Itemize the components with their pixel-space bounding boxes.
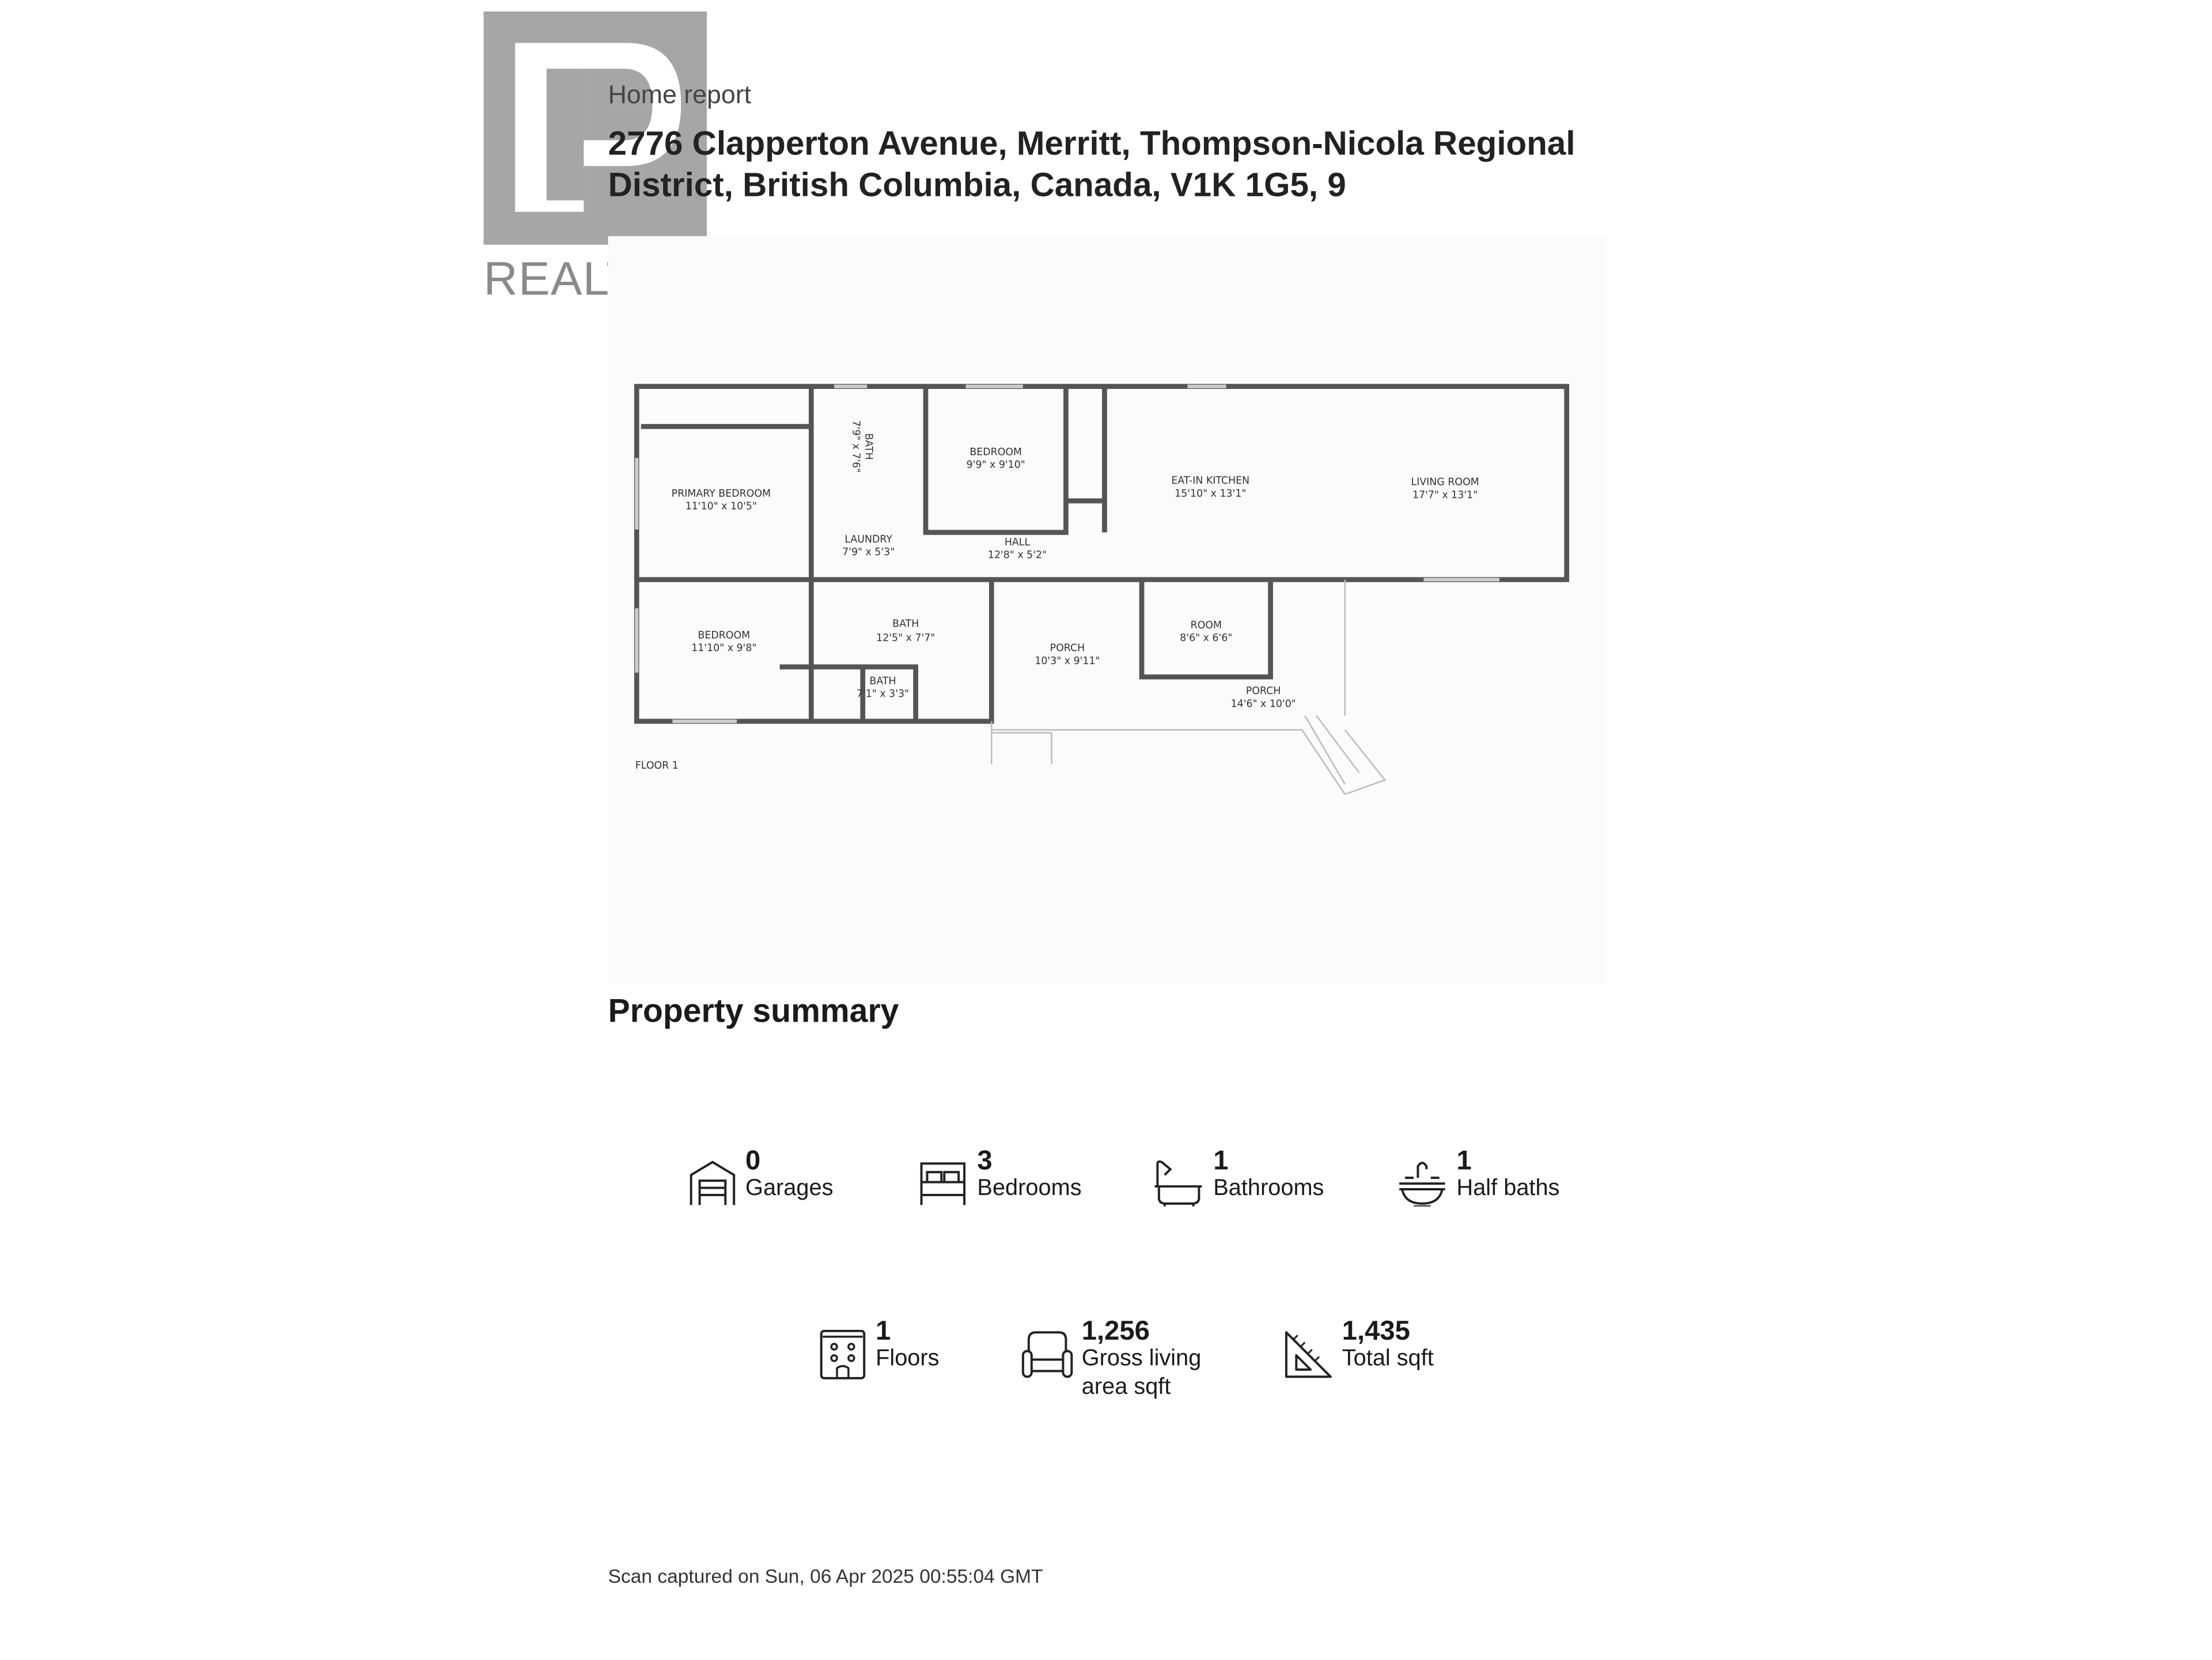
room-size: 11'10" x 10'5"	[685, 501, 757, 512]
room-name: ROOM	[1191, 619, 1222, 631]
room-size: 17'7" x 13'1"	[1412, 489, 1478, 501]
room-size: 15'10" x 13'1"	[1175, 488, 1246, 500]
room-size: 12'8" x 5'2"	[988, 550, 1047, 561]
floor-label: FLOOR 1	[635, 760, 679, 772]
room-size: 7'9" x 7'6"	[850, 420, 861, 472]
room-size: 7'1" x 3'3"	[857, 689, 909, 700]
realtor-r-mark-icon	[483, 11, 707, 245]
room-size: 10'3" x 9'11"	[1035, 655, 1100, 667]
floorplan: PRIMARY BEDROOM 11'10" x 10'5" BATH 7'9"…	[634, 384, 1570, 795]
room-name: LAUNDRY	[844, 534, 892, 545]
set-square-icon	[1285, 1331, 1332, 1378]
room-name: PRIMARY BEDROOM	[672, 488, 771, 500]
room-size: 8'6" x 6'6"	[1180, 633, 1232, 644]
sink-icon	[1399, 1162, 1445, 1207]
garage-icon	[690, 1160, 736, 1205]
room-name: BEDROOM	[698, 630, 750, 641]
scan-timestamp: Scan captured on Sun, 06 Apr 2025 00:55:…	[608, 1566, 1043, 1587]
bed-icon	[920, 1162, 966, 1205]
room-name: BEDROOM	[969, 447, 1022, 458]
property-address: 2776 Clapperton Avenue, Merritt, Thompso…	[608, 124, 1575, 203]
room-size: 11'10" x 9'8"	[691, 642, 756, 654]
room-size: 14'6" x 10'0"	[1231, 698, 1296, 710]
room-name: LIVING ROOM	[1411, 477, 1479, 488]
sofa-icon	[1021, 1331, 1073, 1378]
room-name: BATH	[869, 675, 896, 687]
room-name: BATH	[863, 433, 874, 460]
building-icon	[820, 1329, 866, 1379]
room-size: 7'9" x 5'3"	[842, 547, 895, 558]
floorplan-porch-outline	[991, 579, 1387, 795]
floorplan-walls	[634, 384, 1570, 724]
floorplan-background	[608, 236, 1605, 985]
summary-title: Property summary	[608, 992, 899, 1029]
bathtub-icon	[1154, 1160, 1202, 1207]
room-name: EAT-IN KITCHEN	[1171, 475, 1249, 487]
room-name: HALL	[1005, 536, 1031, 548]
room-name: PORCH	[1050, 642, 1085, 654]
room-name: BATH	[892, 618, 919, 630]
room-labels: PRIMARY BEDROOM 11'10" x 10'5" BATH 7'9"…	[635, 420, 1479, 771]
room-size: 9'9" x 9'10"	[967, 459, 1025, 471]
report-kicker: Home report	[608, 80, 752, 109]
room-name: PORCH	[1246, 686, 1281, 697]
room-size: 12'5" x 7'7"	[876, 633, 935, 644]
